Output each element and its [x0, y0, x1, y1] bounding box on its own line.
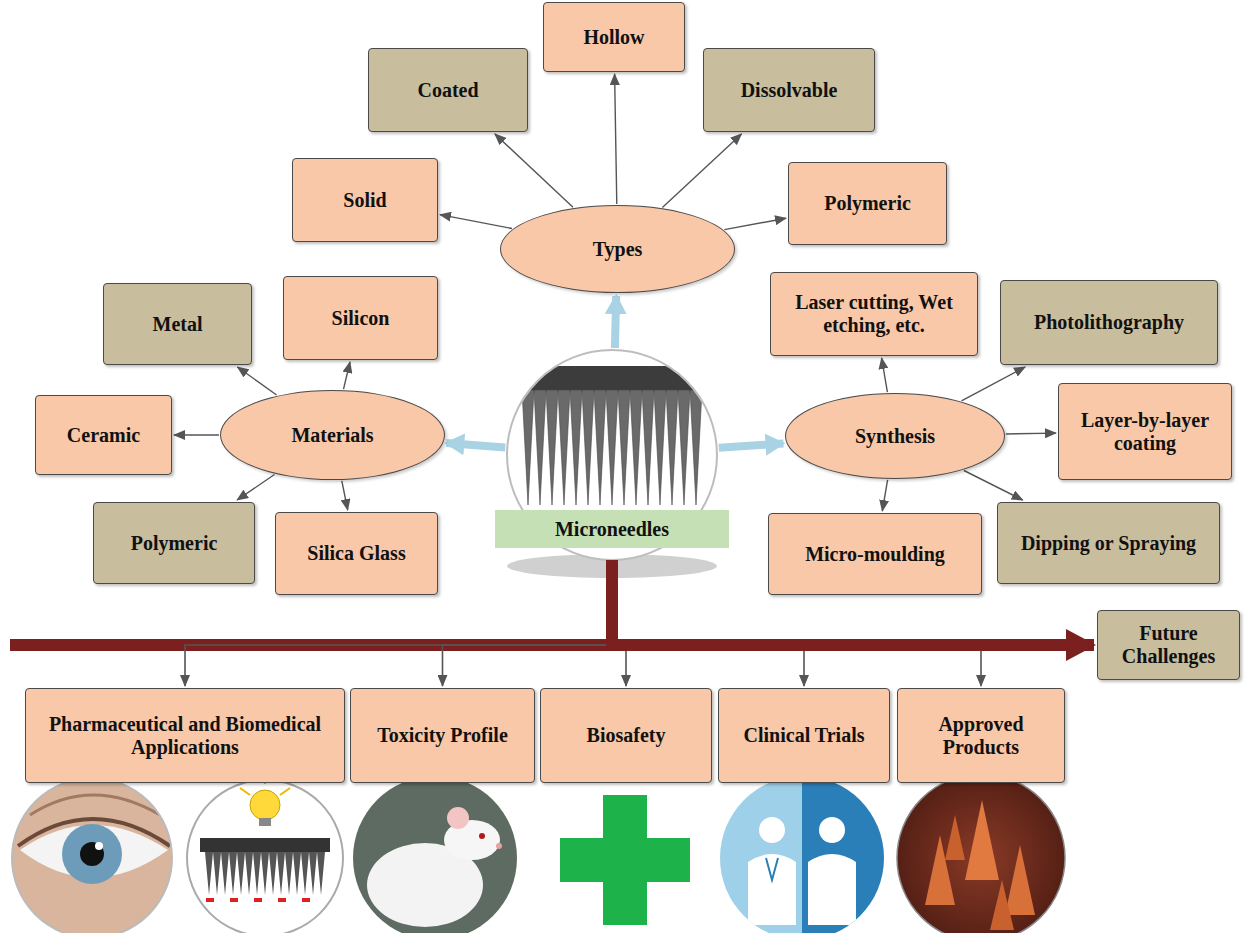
approved-circle: [897, 774, 1065, 933]
node-text: Metal: [153, 313, 203, 336]
node-text: Polymeric: [131, 532, 218, 555]
node-text: Polymeric: [824, 192, 911, 215]
node-text: Approved Products: [906, 713, 1056, 759]
node-text: Materials: [291, 424, 373, 447]
process-box: Hollow: [543, 2, 685, 72]
node-text: Silica Glass: [307, 542, 405, 565]
node-text: Future Challenges: [1106, 622, 1231, 668]
connector: [964, 471, 1023, 501]
process-box: Ceramic: [35, 395, 172, 475]
category-ellipse: Synthesis: [785, 393, 1005, 479]
process-box: Polymeric: [93, 502, 255, 584]
process-box: Silica Glass: [275, 512, 438, 595]
node-text: Types: [593, 238, 643, 261]
node-text: Toxicity Profile: [377, 724, 508, 747]
category-ellipse: Materials: [220, 390, 445, 480]
node-text: Dissolvable: [741, 79, 838, 102]
patch-circle: [187, 780, 343, 933]
process-box: Silicon: [283, 276, 438, 360]
node-text: Dipping or Spraying: [1021, 532, 1196, 555]
node-text: Clinical Trials: [744, 724, 865, 747]
connector: [342, 481, 348, 510]
connector: [724, 218, 786, 229]
process-box: Photolithography: [1000, 280, 1218, 365]
connector: [662, 134, 741, 207]
connector: [882, 358, 888, 392]
process-box: Solid: [292, 158, 438, 242]
node-text: Coated: [417, 79, 478, 102]
process-box: Dipping or Spraying: [997, 502, 1220, 584]
connector: [446, 443, 505, 447]
node-text: Biosafety: [587, 724, 666, 747]
connector: [443, 560, 613, 686]
connector: [495, 134, 573, 207]
node-text: Layer-by-layer coating: [1067, 409, 1223, 455]
node-text: Hollow: [583, 26, 644, 49]
process-box: Layer-by-layer coating: [1058, 383, 1232, 480]
process-box: Biosafety: [540, 688, 712, 783]
approved-products-picture: [895, 772, 1067, 933]
cross-symbol: [560, 795, 690, 925]
bulb-patch-picture: [200, 775, 330, 902]
process-box: Toxicity Profile: [350, 688, 535, 783]
process-box: Micro-moulding: [768, 513, 982, 595]
node-text: Synthesis: [855, 425, 935, 448]
node-text: Laser cutting, Wet etching, etc.: [779, 291, 969, 337]
doctors-picture: [720, 776, 884, 933]
central-circle: Microneedles: [507, 350, 717, 560]
process-box: Clinical Trials: [718, 688, 890, 783]
process-box: Approved Products: [897, 688, 1065, 783]
category-ellipse: Types: [500, 205, 735, 293]
eye-circle: [12, 778, 172, 933]
connector: [615, 74, 617, 204]
process-box: Metal: [103, 283, 252, 365]
connector: [1006, 432, 1056, 434]
node-text: Photolithography: [1034, 311, 1184, 334]
node-text: Silicon: [332, 307, 390, 330]
node-text: Pharmaceutical and Biomedical Applicatio…: [34, 713, 336, 759]
connector: [174, 434, 219, 435]
process-box: Pharmaceutical and Biomedical Applicatio…: [25, 688, 345, 783]
process-box: Coated: [368, 48, 528, 132]
connector: [238, 367, 277, 395]
connector: [440, 215, 512, 229]
node-text: Ceramic: [67, 424, 140, 447]
rat-picture: [350, 775, 520, 933]
connector: [719, 444, 784, 448]
microneedle-array: [505, 366, 719, 505]
node-text: Solid: [343, 189, 386, 212]
title-label-box: Microneedles: [495, 510, 729, 548]
process-box: Dissolvable: [703, 48, 875, 132]
connector: [962, 367, 1026, 401]
process-box: Future Challenges: [1097, 610, 1240, 680]
connector: [615, 296, 616, 348]
eye-picture: [10, 776, 176, 933]
process-box: Polymeric: [788, 162, 947, 245]
node-text: Micro-moulding: [805, 543, 945, 566]
process-box: Laser cutting, Wet etching, etc.: [770, 272, 978, 356]
connector: [237, 475, 274, 501]
connector: [882, 480, 887, 511]
node-text: Microneedles: [555, 518, 669, 541]
connector: [344, 362, 351, 389]
